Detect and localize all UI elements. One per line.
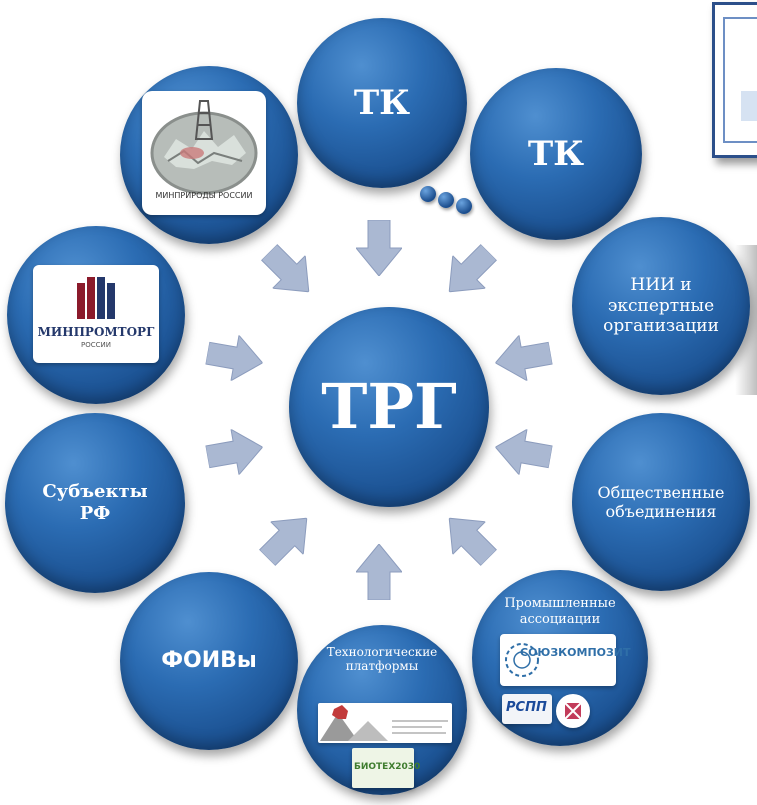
node-nii-line1: НИИ и	[630, 275, 692, 296]
minprirody-logo-text: МИНПРИРОДЫ РОССИИ	[155, 191, 253, 200]
node-tk-top: ТК	[297, 18, 467, 188]
center-label: ТРГ	[321, 369, 457, 443]
arrow-left-upper	[204, 334, 264, 382]
node-nii: НИИ и экспертные организации	[572, 217, 750, 395]
minpromtorg-logo-card: МИНПРОМТОРГ РОССИИ	[33, 265, 159, 363]
node-foiv: ФОИВы	[120, 572, 298, 750]
minpromtorg-logo-text: МИНПРОМТОРГ	[37, 325, 155, 339]
node-tech-line1: Технологические	[326, 645, 438, 659]
tpp-logo-icon	[564, 702, 582, 720]
node-obshch-line2: объединения	[605, 502, 717, 521]
corner-frame-bar	[741, 91, 757, 121]
node-nii-line3: организации	[603, 316, 719, 337]
minpromtorg-logo-icon	[77, 277, 115, 319]
node-tk-top-label: ТК	[353, 82, 411, 123]
node-obshch-line1: Общественные	[597, 482, 725, 502]
node-nii-line2: экспертные	[607, 295, 715, 316]
center-circle-trg: ТРГ	[289, 307, 489, 507]
arrow-top-right	[448, 243, 498, 293]
arrow-top	[356, 220, 402, 276]
tech-platform-logo-icon	[320, 705, 448, 741]
arrow-bottom-right	[448, 517, 498, 567]
biotech-logo-card: БИОТЕХ2030	[352, 748, 420, 788]
arrow-top-left	[260, 243, 310, 293]
node-subjects: Субъекты РФ	[5, 413, 185, 593]
arrow-left-lower	[204, 428, 264, 476]
soyuzkompozit-logo-icon	[505, 643, 539, 677]
minprirody-logo-card: МИНПРИРОДЫ РОССИИ	[142, 91, 266, 215]
node-tk-right: ТК	[470, 68, 642, 240]
tech-platform-logo-card	[318, 703, 452, 743]
minpromtorg-logo-subtext: РОССИИ	[81, 341, 111, 349]
node-tech-line2: платформы	[345, 659, 419, 674]
arrow-bottom-left	[258, 517, 308, 567]
node-tk-right-label: ТК	[527, 133, 585, 174]
arrow-right-lower	[494, 428, 554, 476]
rspp-logo-card: РСПП	[502, 694, 552, 724]
node-subj-line1: Субъекты	[42, 481, 148, 503]
node-subj-line2: РФ	[79, 503, 111, 524]
soyuzkompozit-logo-card: СОЮЗКОМПОЗИТ	[500, 634, 631, 686]
rspp-logo-text: РСПП	[506, 700, 547, 715]
node-prom-line2: ассоциации	[519, 611, 601, 627]
arrow-bottom	[356, 544, 402, 600]
node-foiv-label: ФОИВы	[161, 647, 257, 673]
tpp-logo-card	[556, 694, 590, 728]
biotech-logo-text: БИОТЕХ2030	[354, 762, 421, 772]
node-obshchestvennye: Общественные объединения	[572, 413, 750, 591]
node-prom-line1: Промышленные	[504, 596, 616, 611]
corner-frame	[712, 2, 757, 158]
arrow-right-upper	[494, 334, 554, 382]
soyuzkompozit-logo-text: СОЮЗКОМПОЗИТ	[520, 646, 631, 659]
minprirody-logo-icon	[150, 100, 258, 195]
corner-frame-inner	[723, 17, 757, 143]
